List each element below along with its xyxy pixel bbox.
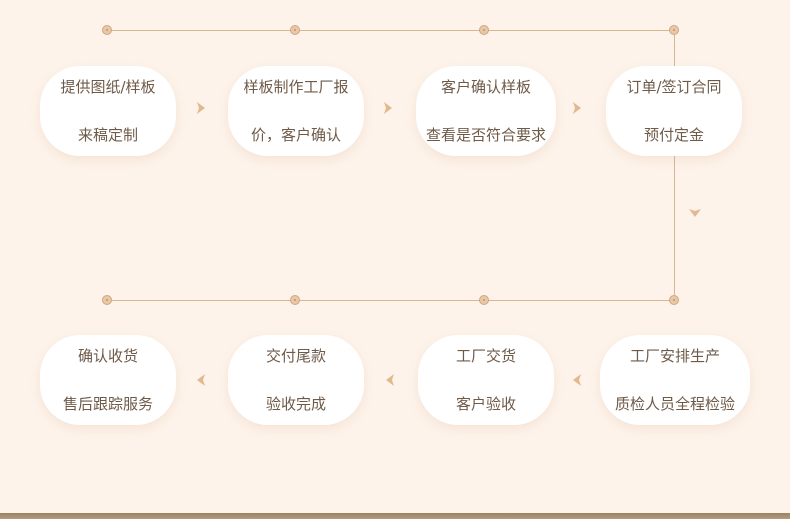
- chevron-left-icon: [193, 372, 209, 388]
- top-rail-node-3: [479, 25, 489, 35]
- step-3-line1: 客户确认样板: [440, 78, 531, 96]
- step-2-line2: 价，客户确认: [250, 126, 341, 144]
- chevron-down-icon: [687, 205, 703, 221]
- step-7-line1: 交付尾款: [265, 347, 326, 365]
- bottom-rail-node-4: [669, 295, 679, 305]
- step-4-line2: 预付定金: [643, 126, 704, 144]
- chevron-left-icon: [569, 372, 585, 388]
- bottom-rail-node-3: [479, 295, 489, 305]
- top-rail: [107, 30, 674, 31]
- bottom-border-strip: [0, 513, 790, 519]
- top-rail-node-1: [102, 25, 112, 35]
- step-factory-delivery: 工厂交货 客户验收: [418, 335, 554, 425]
- chevron-left-icon: [382, 372, 398, 388]
- right-connector-upper: [674, 35, 675, 67]
- step-8-line1: 确认收货: [77, 347, 138, 365]
- step-7-line2: 验收完成: [265, 395, 326, 413]
- step-1-line2: 来稿定制: [77, 126, 138, 144]
- top-rail-node-2: [290, 25, 300, 35]
- step-5-line1: 工厂安排生产: [629, 347, 720, 365]
- step-customer-confirm-sample: 客户确认样板 查看是否符合要求: [416, 66, 556, 156]
- bottom-rail: [107, 300, 674, 301]
- step-confirm-receipt: 确认收货 售后跟踪服务: [40, 335, 176, 425]
- top-rail-node-4: [669, 25, 679, 35]
- step-final-payment: 交付尾款 验收完成: [228, 335, 364, 425]
- step-sign-contract: 订单/签订合同 预付定金: [606, 66, 742, 156]
- chevron-right-icon: [380, 100, 396, 116]
- bottom-rail-node-2: [290, 295, 300, 305]
- step-1-line1: 提供图纸/样板: [60, 78, 156, 96]
- chevron-right-icon: [193, 100, 209, 116]
- step-3-line2: 查看是否符合要求: [425, 126, 546, 144]
- step-provide-drawings: 提供图纸/样板 来稿定制: [40, 66, 176, 156]
- step-4-line1: 订单/签订合同: [626, 78, 722, 96]
- step-2-line1: 样板制作工厂报: [243, 78, 349, 96]
- step-production-qc: 工厂安排生产 质检人员全程检验: [600, 335, 750, 425]
- step-6-line1: 工厂交货: [455, 347, 516, 365]
- chevron-right-icon: [569, 100, 585, 116]
- bottom-rail-node-1: [102, 295, 112, 305]
- step-sample-quote: 样板制作工厂报 价，客户确认: [228, 66, 364, 156]
- step-8-line2: 售后跟踪服务: [62, 395, 153, 413]
- step-5-line2: 质检人员全程检验: [614, 395, 735, 413]
- step-6-line2: 客户验收: [455, 395, 516, 413]
- right-connector-lower: [674, 155, 675, 295]
